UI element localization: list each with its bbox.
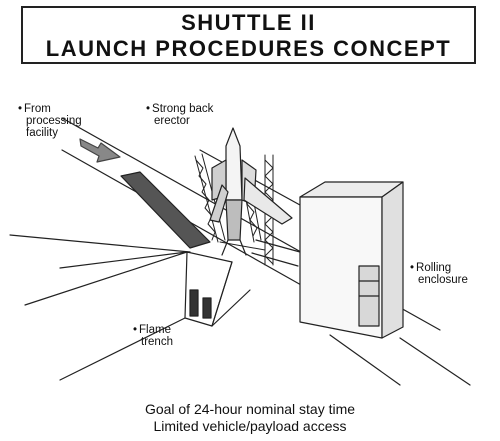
title-box: SHUTTLE II LAUNCH PROCEDURES CONCEPT: [21, 6, 476, 64]
title-line-1: SHUTTLE II: [181, 10, 316, 35]
label-strong-back: •Strong back erector: [146, 103, 214, 127]
caption-line-1: Goal of 24-hour nominal stay time: [144, 401, 356, 417]
label-from-processing: •From processing facility: [18, 103, 82, 139]
title-line-2: LAUNCH PROCEDURES CONCEPT: [45, 36, 452, 61]
direction-arrow: [79, 138, 121, 163]
flame-trench-pit: [24, 251, 251, 381]
flame-trench-slot: [120, 171, 211, 249]
rolling-enclosure: [299, 181, 404, 339]
caption-line-2: Limited vehicle/payload access: [153, 418, 347, 434]
label-flame-trench: •Flame trench: [133, 324, 173, 348]
label-rolling-enclosure: •Rolling enclosure: [410, 262, 468, 286]
shuttle-vehicle: [209, 127, 293, 256]
